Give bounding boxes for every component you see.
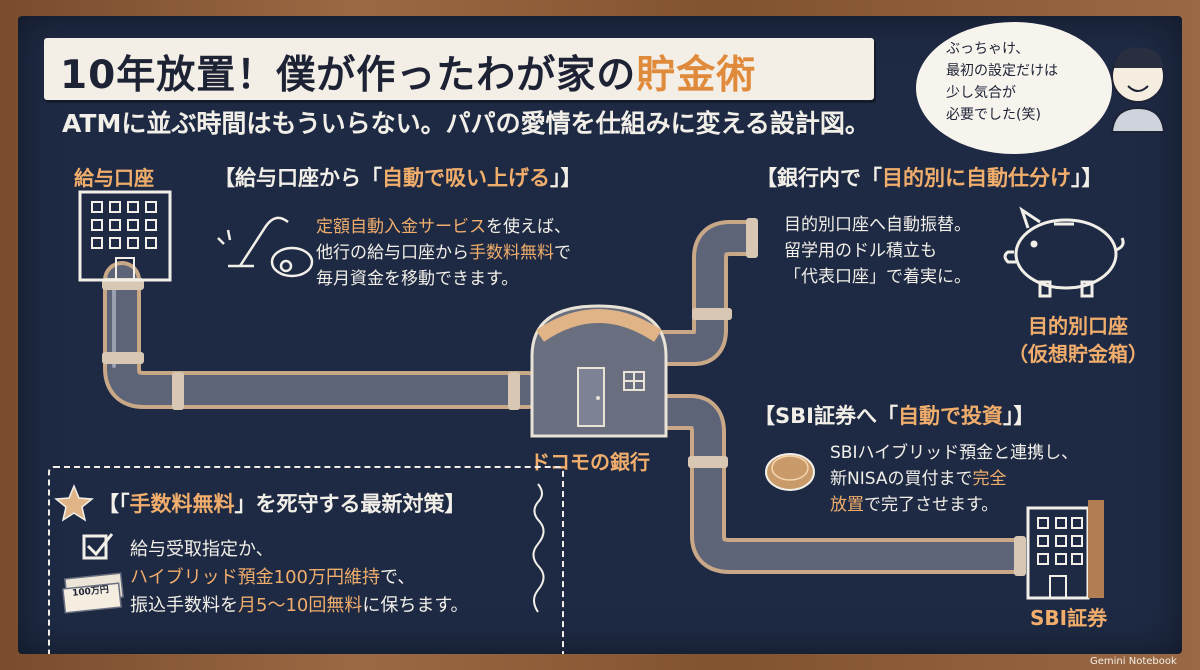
page-subtitle: ATMに並ぶ時間はもういらない。パパの愛情を仕組みに変える設計図。 (62, 109, 870, 138)
pipe-joint (172, 372, 184, 410)
piggy-bank-icon (1003, 206, 1125, 298)
person-icon (1110, 47, 1166, 133)
tips-box (48, 466, 564, 654)
vacuum-cleaner-icon (217, 216, 314, 278)
speech-bubble (916, 22, 1112, 154)
office-building-icon (1026, 500, 1104, 600)
securities-label: SBI証券 (1030, 606, 1108, 630)
coin-icon (765, 453, 815, 491)
star-icon (54, 484, 94, 522)
building-icon (78, 190, 172, 282)
cash-stack-icon (62, 572, 124, 614)
section-sort-body: 目的別口座へ自動振替。 留学用のドル積立も 「代表口座」で着実に。 (784, 215, 971, 287)
salary-account-label: 給与口座 (74, 166, 154, 190)
section-auto-pull-body: 定額自動入金サービスを使えば、 他行の給与口座から手数料無料で 毎月資金を移動で… (316, 217, 571, 289)
section-auto-pull-title: 【給与口座から「自動で吸い上げる」】 (214, 166, 582, 190)
title-banner (44, 38, 874, 100)
tips-title: 【「手数料無料」を死守する最新対策】 (98, 492, 466, 516)
speech-bubble-text: ぶっちゃけ、 最初の設定だけは 少し気合が 必要でした(笑) (946, 41, 1058, 123)
pipe-joint (508, 372, 520, 410)
bank-label: ドコモの銀行 (530, 450, 650, 474)
bank-dome-icon (530, 304, 668, 438)
checkbox-icon (82, 533, 114, 560)
watermark: Gemini Notebook (1090, 656, 1177, 667)
tips-body: 給与受取指定か、 ハイブリッド預金100万円維持で、 振込手数料を月5〜10回無… (130, 539, 469, 616)
section-invest-title: 【SBI証券へ「自動で投資」】 (754, 404, 1035, 428)
pipe-joint (102, 352, 144, 364)
section-sort-title: 【銀行内で「目的別に自動仕分け」】 (756, 166, 1103, 190)
page-title: 10年放置！僕が作ったわが家の貯金術 (60, 53, 757, 98)
pipe-salary-to-bank (103, 261, 547, 409)
purpose-account-label: 目的別口座 （仮想貯金箱） (1008, 314, 1148, 366)
chalkboard: 10年放置！僕が作ったわが家の貯金術 ATMに並ぶ時間はもういらない。パパの愛情… (18, 16, 1182, 654)
pipes-diagram (54, 47, 1166, 614)
dashed-connector (532, 483, 545, 613)
section-invest-body: SBIハイブリッド預金と連携し、 新NISAの買付まで完全 放置で完了させます。 (830, 443, 1079, 515)
